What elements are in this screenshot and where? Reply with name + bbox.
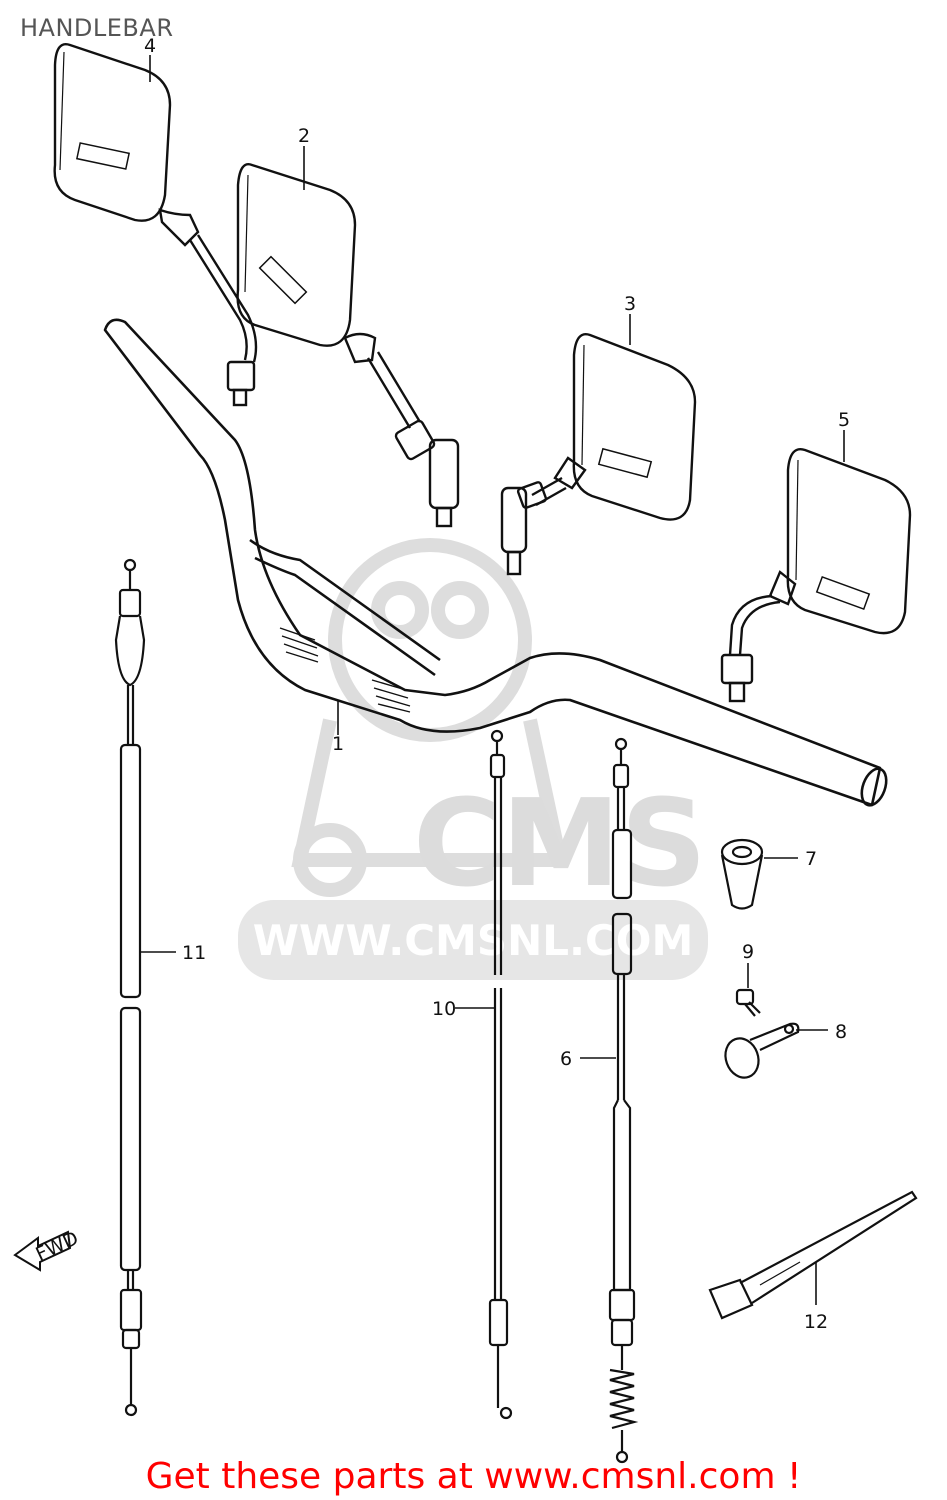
watermark-url-band bbox=[238, 900, 708, 980]
handlebar bbox=[103, 318, 888, 807]
part-8-clamp bbox=[724, 1022, 800, 1079]
footer-link[interactable]: Get these parts at www.cmsnl.com ! bbox=[145, 1456, 802, 1497]
callout-2: 2 bbox=[298, 125, 310, 147]
callout-11: 11 bbox=[182, 942, 206, 964]
mirror-2 bbox=[236, 163, 460, 528]
mirror-3 bbox=[500, 333, 697, 576]
callout-6: 6 bbox=[560, 1048, 572, 1070]
watermark: CMS WWW.CMSNL.COM bbox=[238, 538, 708, 980]
cable-6 bbox=[608, 737, 639, 1464]
cable-10 bbox=[488, 729, 513, 1420]
mirror-5 bbox=[720, 448, 912, 703]
callout-8: 8 bbox=[835, 1021, 847, 1043]
part-12-cable-tie bbox=[708, 1190, 918, 1320]
callout-12: 12 bbox=[804, 1311, 828, 1333]
callout-9: 9 bbox=[742, 941, 754, 963]
handlebar-outline bbox=[103, 318, 882, 807]
callout-4: 4 bbox=[144, 35, 156, 57]
handlebar-crossbar bbox=[249, 538, 441, 677]
page-title: HANDLEBAR bbox=[20, 14, 174, 42]
part-9-screw bbox=[735, 988, 761, 1017]
handlebar-right-end bbox=[860, 767, 888, 807]
callout-1: 1 bbox=[332, 733, 344, 755]
leader-lines bbox=[140, 55, 845, 1305]
callout-5: 5 bbox=[838, 409, 850, 431]
callout-7: 7 bbox=[805, 848, 817, 870]
watermark-url: WWW.CMSNL.COM bbox=[253, 916, 694, 965]
cable-11 bbox=[114, 558, 146, 1417]
svg-text:FWD: FWD bbox=[32, 1227, 82, 1266]
callout-10: 10 bbox=[432, 998, 456, 1020]
part-7-grommet bbox=[720, 838, 764, 910]
callout-3: 3 bbox=[624, 293, 636, 315]
handlebar-knurl-right bbox=[371, 679, 411, 713]
handlebar-knurl-left bbox=[279, 627, 319, 663]
watermark-logo: CMS bbox=[413, 775, 707, 914]
fwd-arrow: FWD bbox=[13, 1227, 82, 1272]
callouts: 4 2 3 5 1 11 10 6 7 9 8 12 bbox=[144, 35, 850, 1333]
mirror-4 bbox=[53, 43, 258, 407]
